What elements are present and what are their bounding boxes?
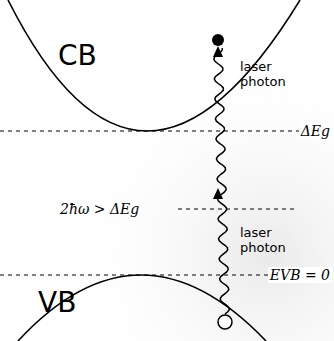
photon-label: laser photon [240, 226, 292, 256]
gap-top-line [0, 131, 300, 132]
electron-dot [212, 34, 224, 46]
energy-label: ΔEg [299, 123, 332, 139]
hole-circle [218, 315, 232, 329]
valence-top-line [0, 275, 280, 276]
band-name: VB [38, 287, 76, 319]
photon-label: laser photon [240, 60, 292, 90]
band-name: CB [58, 40, 97, 72]
energy-label: EVB = 0 [268, 267, 332, 283]
conduction-band-curve [8, 0, 300, 131]
photon-arrowhead [213, 188, 223, 199]
energy-label: 2ħω > ΔEg [58, 201, 141, 217]
half-photon-line [178, 209, 296, 210]
photon-wave [214, 48, 230, 314]
photon-arrowhead [213, 46, 223, 57]
